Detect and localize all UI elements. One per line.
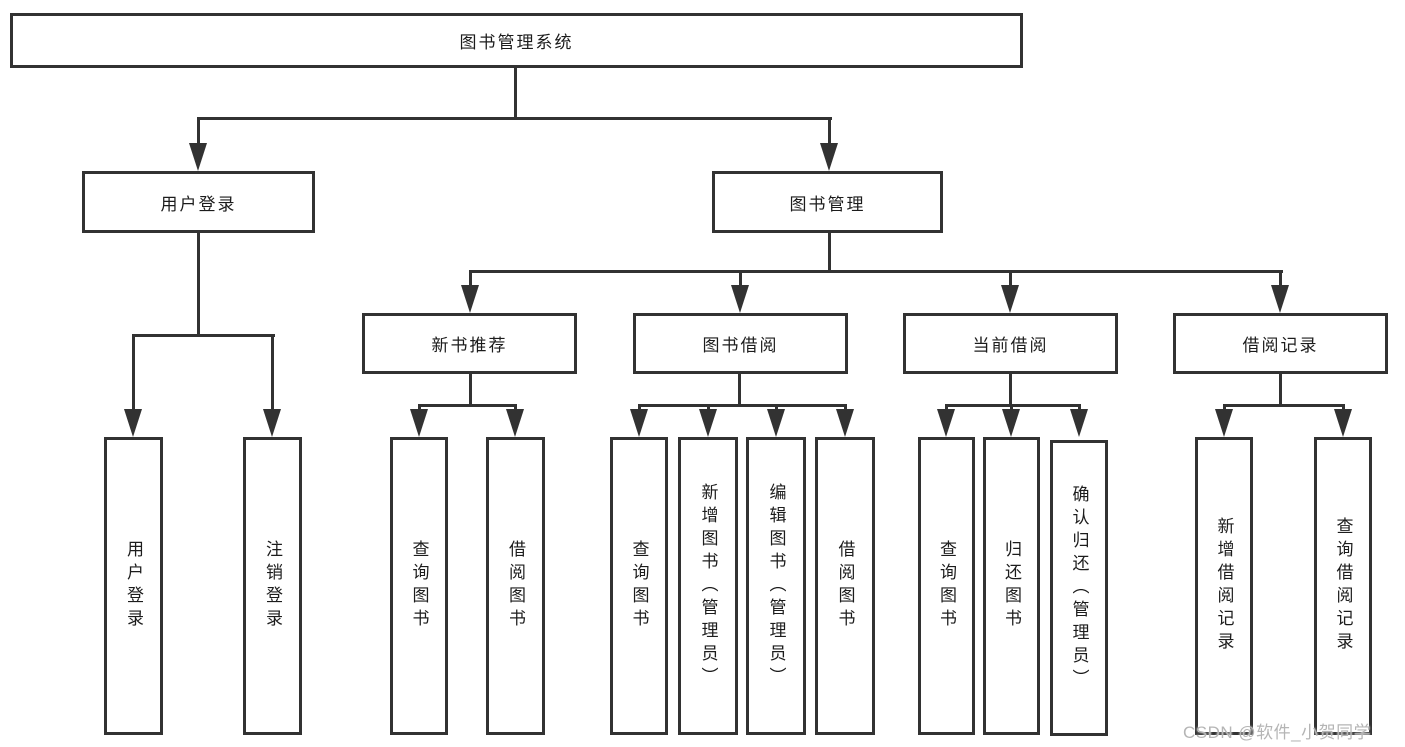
- node-new-book-rec-label: 新书推荐: [431, 336, 508, 355]
- leaf-cb-return-books-label: 归还图书: [1002, 540, 1021, 632]
- node-book-mgmt: 图书管理: [712, 171, 943, 233]
- connector-cb-stem: [1009, 374, 1012, 407]
- connector-ul-stem: [197, 233, 200, 337]
- leaf-nb-query-books-label: 查询图书: [409, 540, 429, 632]
- arrowhead-bb-leaf4: [836, 409, 854, 437]
- arrowhead-book-borrow: [731, 285, 749, 313]
- node-current-borrow-label: 当前借阅: [972, 336, 1049, 355]
- arrowhead-nb-leaf2: [506, 409, 524, 437]
- arrowhead-bb-leaf2: [699, 409, 717, 437]
- csdn-watermark: CSDN @软件_小贺同学: [1183, 723, 1372, 742]
- connector-bb-stem: [738, 374, 741, 407]
- leaf-cb-query-books: 查询图书: [918, 437, 975, 735]
- connector-bm-horizontal: [469, 270, 1283, 273]
- connector-root-stem: [514, 67, 517, 120]
- leaf-logout: 注销登录: [243, 437, 302, 735]
- connector-br-stem: [1279, 374, 1282, 407]
- connector-bm-stem: [828, 233, 831, 273]
- leaf-br-add-record-label: 新增借阅记录: [1214, 517, 1234, 655]
- connector-br-horizontal: [1223, 404, 1344, 407]
- leaf-cb-confirm-return-admin-label: 确认归还（管理员）: [1069, 484, 1089, 692]
- arrowhead-borrow-records: [1271, 285, 1289, 313]
- connector-drop-new-book: [469, 270, 472, 288]
- leaf-bb-edit-books-admin-label: 编辑图书（管理员）: [766, 482, 786, 690]
- leaf-bb-borrow-books: 借阅图书: [815, 437, 875, 735]
- leaf-user-login: 用户登录: [104, 437, 163, 735]
- connector-drop-user-login: [197, 117, 200, 147]
- connector-root-horizontal: [197, 117, 832, 120]
- connector-drop-current-borrow: [1009, 270, 1012, 288]
- arrowhead-bb-leaf3: [767, 409, 785, 437]
- leaf-br-query-record: 查询借阅记录: [1314, 437, 1372, 735]
- arrowhead-bb-leaf1: [630, 409, 648, 437]
- leaf-logout-label: 注销登录: [263, 540, 282, 632]
- connector-ul-horizontal: [132, 334, 275, 337]
- leaf-nb-query-books: 查询图书: [390, 437, 448, 735]
- node-new-book-rec: 新书推荐: [362, 313, 577, 374]
- leaf-nb-borrow-books-label: 借阅图书: [506, 540, 525, 632]
- node-root: 图书管理系统: [10, 13, 1023, 68]
- node-book-borrow-label: 图书借阅: [702, 336, 779, 355]
- connector-nb-horizontal: [418, 404, 517, 407]
- node-book-mgmt-label: 图书管理: [789, 194, 866, 214]
- leaf-bb-borrow-books-label: 借阅图书: [835, 540, 855, 632]
- leaf-bb-query-books-label: 查询图书: [629, 540, 649, 632]
- connector-drop-borrow-records: [1279, 270, 1282, 288]
- arrowhead-current-borrow: [1001, 285, 1019, 313]
- arrowhead-cb-leaf3: [1070, 409, 1088, 437]
- arrowhead-user-login: [189, 143, 207, 171]
- node-borrow-records-label: 借阅记录: [1242, 336, 1319, 355]
- node-borrow-records: 借阅记录: [1173, 313, 1388, 374]
- arrowhead-nb-leaf1: [410, 409, 428, 437]
- arrowhead-br-leaf2: [1334, 409, 1352, 437]
- node-current-borrow: 当前借阅: [903, 313, 1118, 374]
- arrowhead-book-mgmt: [820, 143, 838, 171]
- leaf-cb-confirm-return-admin: 确认归还（管理员）: [1050, 440, 1108, 736]
- connector-nb-stem: [469, 374, 472, 407]
- leaf-bb-query-books: 查询图书: [610, 437, 668, 735]
- connector-drop-book-borrow: [739, 270, 742, 288]
- connector-bb-horizontal: [638, 404, 846, 407]
- leaf-cb-return-books: 归还图书: [983, 437, 1040, 735]
- leaf-br-add-record: 新增借阅记录: [1195, 437, 1253, 735]
- leaf-user-login-label: 用户登录: [124, 540, 143, 632]
- leaf-bb-edit-books-admin: 编辑图书（管理员）: [746, 437, 806, 735]
- arrowhead-cb-leaf2: [1002, 409, 1020, 437]
- node-user-login-label: 用户登录: [160, 194, 237, 214]
- node-root-label: 图书管理系统: [459, 33, 574, 52]
- leaf-bb-add-books-admin-label: 新增图书（管理员）: [698, 482, 718, 690]
- leaf-bb-add-books-admin: 新增图书（管理员）: [678, 437, 738, 735]
- connector-cb-horizontal: [945, 404, 1081, 407]
- leaf-nb-borrow-books: 借阅图书: [486, 437, 545, 735]
- connector-drop-ul-leaf2: [271, 334, 274, 412]
- connector-drop-book-mgmt: [828, 117, 831, 147]
- connector-drop-ul-leaf1: [132, 334, 135, 412]
- leaf-br-query-record-label: 查询借阅记录: [1333, 517, 1353, 655]
- arrowhead-new-book: [461, 285, 479, 313]
- node-user-login: 用户登录: [82, 171, 315, 233]
- node-book-borrow: 图书借阅: [633, 313, 848, 374]
- arrowhead-ul-leaf2: [263, 409, 281, 437]
- leaf-cb-query-books-label: 查询图书: [937, 540, 956, 632]
- arrowhead-ul-leaf1: [124, 409, 142, 437]
- arrowhead-br-leaf1: [1215, 409, 1233, 437]
- arrowhead-cb-leaf1: [937, 409, 955, 437]
